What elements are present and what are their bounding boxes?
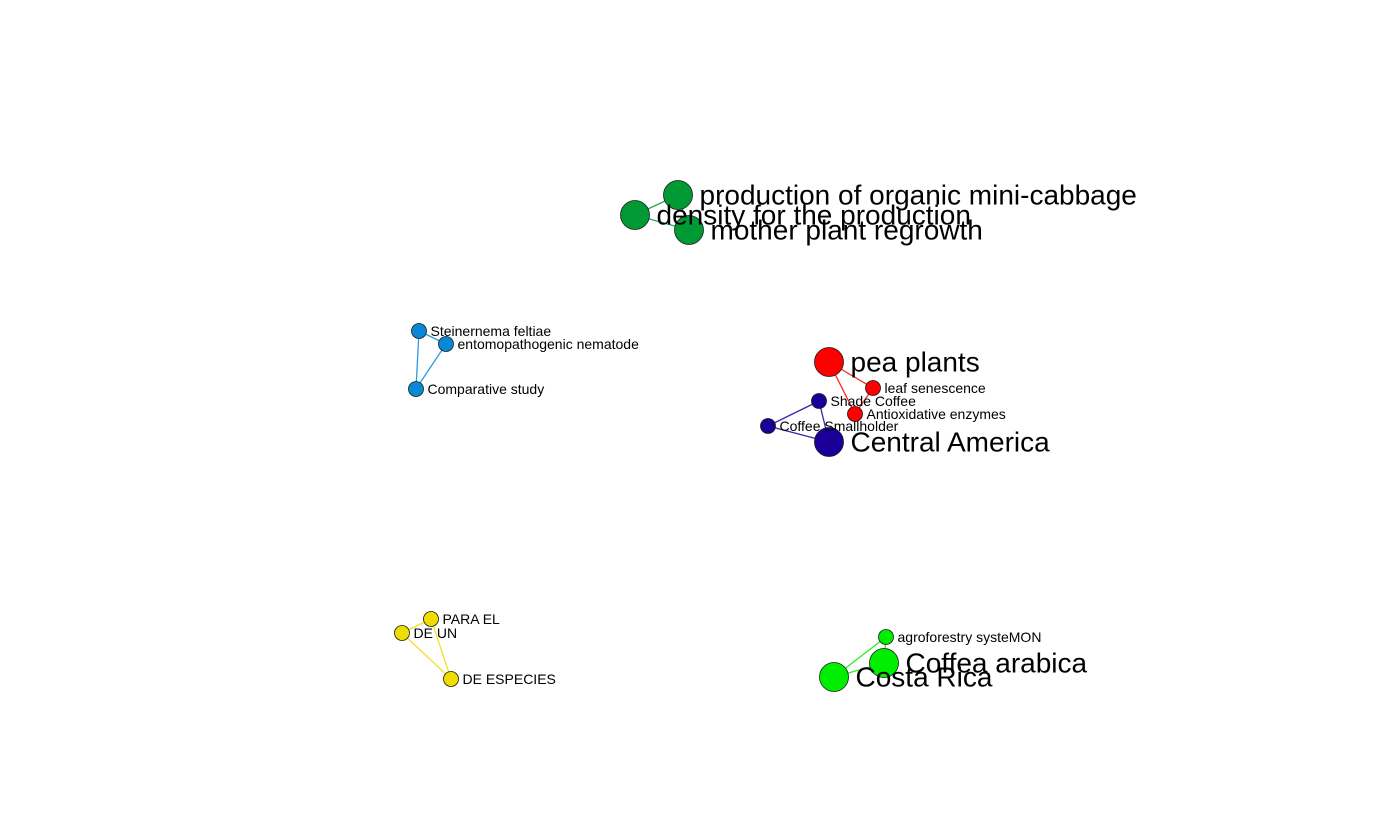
node-label-density: density for the production <box>657 200 971 231</box>
node-regrowth[interactable] <box>674 215 704 245</box>
edge-nematode-comparative <box>415 343 447 390</box>
node-label-nematode: entomopathogenic nematode <box>458 336 640 352</box>
node-de-un[interactable] <box>394 625 410 641</box>
node-label-de-un: DE UN <box>414 625 458 641</box>
node-label-smallholder: Coffee Smallholder <box>780 418 899 434</box>
node-nematode[interactable] <box>438 336 454 352</box>
nodes-layer <box>394 180 899 692</box>
node-label-agroforestry: agroforestry systeMON <box>898 629 1042 645</box>
edge-de-un-de-especies <box>401 632 452 680</box>
node-label-senescence: leaf senescence <box>885 380 986 396</box>
node-senescence[interactable] <box>865 380 881 396</box>
node-label-shade: Shade Coffee <box>831 393 917 409</box>
node-label-antioxidative: Antioxidative enzymes <box>867 406 1006 422</box>
node-de-especies[interactable] <box>443 671 459 687</box>
node-agroforestry[interactable] <box>878 629 894 645</box>
node-label-pea: pea plants <box>851 347 980 378</box>
node-steinernema[interactable] <box>411 323 427 339</box>
node-costa-rica[interactable] <box>819 662 849 692</box>
node-label-mini-cabbage: production of organic mini-cabbage <box>700 180 1137 211</box>
edges-layer <box>401 194 887 680</box>
node-label-comparative: Comparative study <box>428 381 545 397</box>
node-label-costa-rica: Costa Rica <box>856 662 993 693</box>
node-label-regrowth: mother plant regrowth <box>711 215 983 246</box>
labels-layer: production of organic mini-cabbagedensit… <box>414 180 1137 693</box>
node-label-para-el: PARA EL <box>443 611 501 627</box>
node-pea[interactable] <box>814 347 844 377</box>
node-smallholder[interactable] <box>760 418 776 434</box>
edge-para-el-de-especies <box>430 618 452 680</box>
node-label-steinernema: Steinernema feltiae <box>431 323 552 339</box>
node-label-coffea: Coffea arabica <box>906 648 1088 679</box>
node-mini-cabbage[interactable] <box>663 180 693 210</box>
node-density[interactable] <box>620 200 650 230</box>
node-central-america[interactable] <box>814 427 844 457</box>
node-label-de-especies: DE ESPECIES <box>463 671 556 687</box>
node-comparative[interactable] <box>408 381 424 397</box>
node-coffea[interactable] <box>869 648 899 678</box>
node-label-central-america: Central America <box>851 427 1051 458</box>
node-para-el[interactable] <box>423 611 439 627</box>
edge-shade-smallholder <box>767 400 820 427</box>
edge-steinernema-comparative <box>415 330 420 390</box>
node-antioxidative[interactable] <box>847 406 863 422</box>
node-shade[interactable] <box>811 393 827 409</box>
